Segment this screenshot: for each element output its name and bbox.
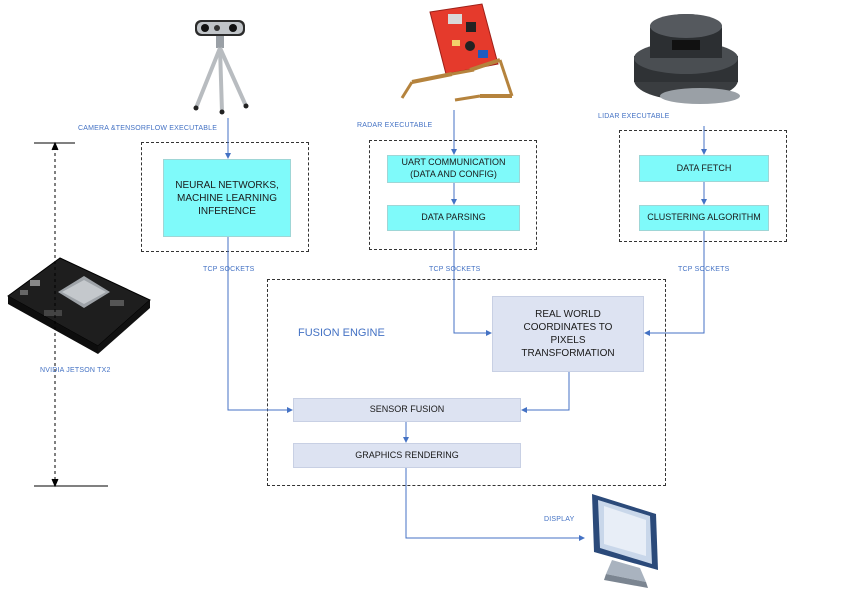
lidar-tcp-sockets-label: TCP SOCKETS [678, 266, 730, 273]
display-label: DISPLAY [544, 516, 575, 523]
graphics-rendering-text: GRAPHICS RENDERING [355, 449, 459, 460]
camera-executable-label: CAMERA &TENSORFLOW EXECUTABLE [78, 125, 218, 132]
uart-communication-text: UART COMMUNICATION (DATA AND CONFIG) [401, 157, 506, 179]
coordinate-transformation-box: REAL WORLD COORDINATES TO PIXELS TRANSFO… [492, 296, 644, 372]
data-parsing-box: DATA PARSING [387, 205, 520, 231]
radar-tcp-sockets-label: TCP SOCKETS [429, 266, 481, 273]
clustering-algorithm-box: CLUSTERING ALGORITHM [639, 205, 769, 231]
fusion-engine-title: FUSION ENGINE [298, 327, 385, 339]
data-fetch-box: DATA FETCH [639, 155, 769, 182]
sensor-fusion-box: SENSOR FUSION [293, 398, 521, 422]
uart-communication-box: UART COMMUNICATION (DATA AND CONFIG) [387, 155, 520, 183]
camera-tcp-sockets-label: TCP SOCKETS [203, 266, 255, 273]
camera-group-frame [141, 142, 309, 252]
radar-executable-label: RADAR EXECUTABLE [357, 122, 433, 129]
graphics-rendering-box: GRAPHICS RENDERING [293, 443, 521, 468]
radar-group-frame [369, 140, 537, 250]
lidar-executable-label: LIDAR EXECUTABLE [598, 113, 670, 120]
clustering-algorithm-text: CLUSTERING ALGORITHM [647, 212, 761, 223]
coordinate-transformation-text: REAL WORLD COORDINATES TO PIXELS TRANSFO… [521, 309, 615, 359]
data-parsing-text: DATA PARSING [421, 212, 486, 223]
data-fetch-text: DATA FETCH [676, 162, 732, 173]
neural-networks-text: NEURAL NETWORKS, MACHINE LEARNING INFERE… [175, 179, 279, 217]
jetson-label: NVIDIA JETSON TX2 [40, 367, 111, 374]
neural-networks-box: NEURAL NETWORKS, MACHINE LEARNING INFERE… [163, 159, 291, 237]
sensor-fusion-text: SENSOR FUSION [369, 404, 445, 415]
